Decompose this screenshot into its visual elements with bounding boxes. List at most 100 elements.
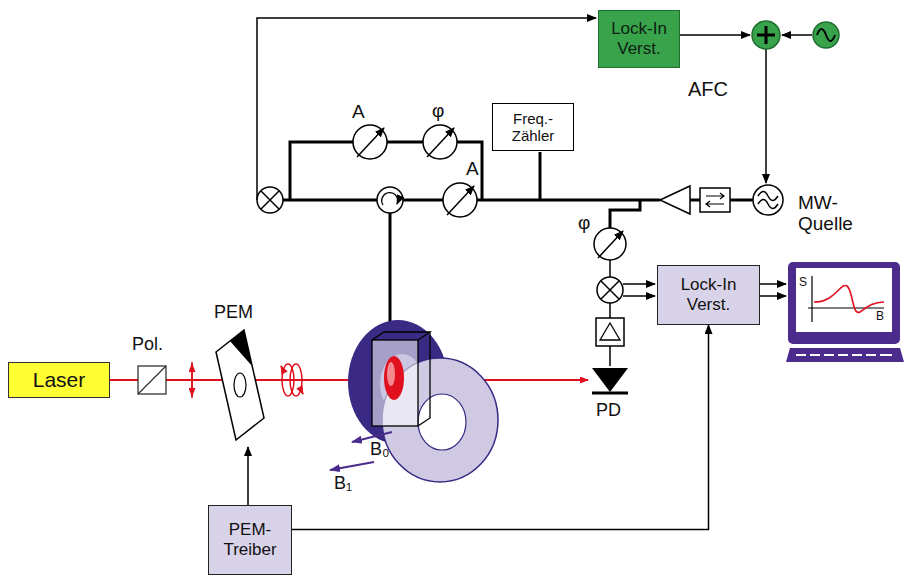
circulator [382,193,398,205]
monitor [808,276,884,322]
circular-polarization [281,366,283,370]
summing-junction [752,21,780,49]
polarizer [138,366,166,394]
circular-polarization [281,364,303,396]
signal-wire [609,303,611,318]
node-text: Freq.-Zähler [498,110,568,145]
monitor [814,285,884,312]
block-label: AFC [688,78,728,100]
component-label: A [352,102,365,123]
mw-amplifier [660,186,690,214]
waveguide [290,142,353,200]
component-label: PD [596,401,621,421]
mixer [257,187,283,213]
signal-wire [623,283,655,285]
mw-source [753,185,783,215]
field-label: B₀ [370,440,389,460]
attenuator [357,128,384,157]
waveguide [477,199,660,202]
component-label: MW-Quelle [798,193,870,235]
phase-shifter [427,128,454,157]
component-label: φ [432,101,444,122]
modulation-source [813,22,839,48]
isolator [706,193,724,207]
attenuator [443,183,477,217]
magnet-coil [418,394,466,450]
cavity [384,356,404,400]
photoelastic-modulator [216,330,264,440]
component-label: φ [578,213,590,234]
circular-polarization [301,390,303,394]
signal-wire [760,283,786,285]
mixer [597,277,623,303]
modulation-source [813,22,839,48]
mixer [601,281,619,299]
monitor [786,348,904,362]
signal-wire [248,260,786,505]
afc-wire [765,49,767,183]
linear-polarization [191,362,193,398]
field-label: B₁ [334,474,352,494]
node-text: Lock-In Verst. [604,19,674,58]
waveguide [283,199,377,202]
lockin-box: Lock-In Verst. [598,10,680,68]
waveguide [730,199,753,202]
mw-amplifier [660,186,690,214]
attenuator [353,125,477,217]
waveguide [539,152,542,200]
waveguide [690,199,700,202]
component-label: A [466,159,479,180]
afc-wire [257,18,596,200]
phase-shifter [423,125,457,159]
signal-wire [609,346,611,366]
lockin-box: Lock-In Verst. [657,265,760,325]
mw-source [758,192,778,209]
isolator [700,188,730,212]
circular-polarization [290,364,302,396]
lf-amplifier [600,323,620,340]
polarizer [138,366,166,394]
field-arrow [330,432,392,470]
waveguide [403,199,443,202]
signal-wire [623,295,655,297]
cavity [372,332,430,426]
monitor [796,354,892,356]
mixer [257,187,623,303]
photodiode [592,392,628,395]
monitor [788,262,900,344]
signal-wire [760,295,786,297]
isolator [700,188,730,212]
phase-shifter [598,231,623,258]
mw-source [753,185,783,215]
driver-box: PEM-Treiber [208,505,292,575]
circulator [377,187,403,213]
axis-label: S [799,276,807,289]
photoelastic-modulator [216,330,264,440]
cavity [387,362,395,386]
circulator [377,187,403,213]
modulation-source [817,29,835,41]
lf-amplifier [596,318,624,346]
monitor [786,262,904,362]
photoelastic-modulator [234,373,246,397]
cavity [372,340,418,426]
photodiode [592,368,628,392]
magnet-coil [348,320,498,482]
node-text: Lock-In Verst. [663,275,754,314]
photoelastic-modulator [230,330,252,366]
component-label: Pol. [132,335,163,355]
node-text: Laser [33,368,86,392]
signal-wire [609,260,611,277]
summing-junction [752,21,780,49]
linear-polarization [191,362,193,396]
waveguide [387,141,423,144]
field-arrow [330,462,374,470]
summing-junction [757,26,775,44]
signal-wire [247,447,249,505]
node-text: PEM-Treiber [214,520,286,559]
laser-box: Laser [8,362,110,398]
signal-connector [292,325,709,530]
